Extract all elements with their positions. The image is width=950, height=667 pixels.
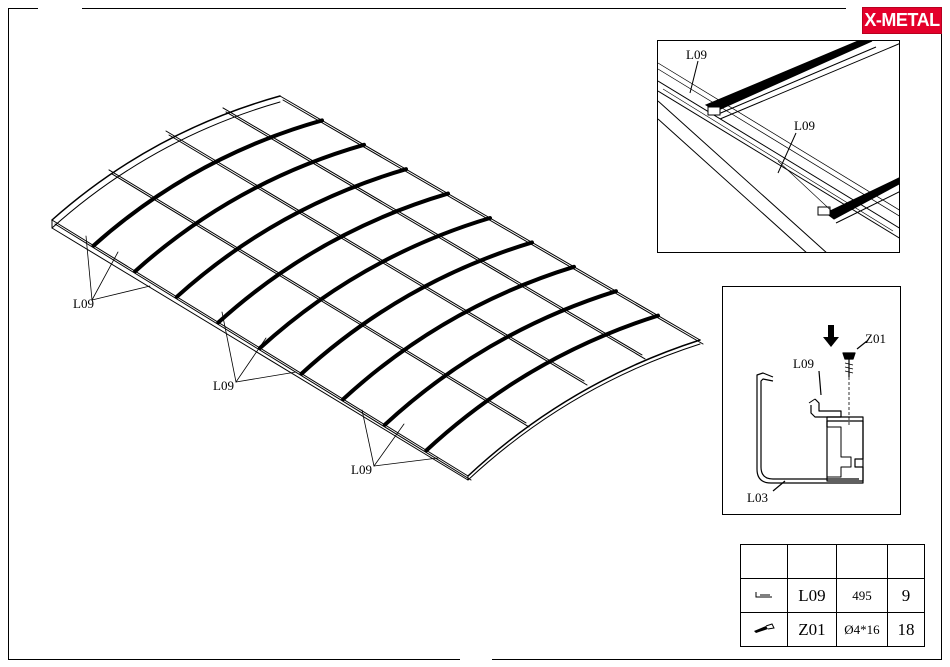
roof-edge — [468, 344, 700, 480]
down-arrow-icon — [823, 325, 839, 347]
callout-l09-detail-b: L09 — [794, 119, 815, 133]
roof-purlin — [468, 340, 700, 476]
detail-view-top: L09 L09 — [657, 40, 900, 253]
callout-l09-section: L09 — [793, 357, 814, 371]
table-row: Z01 Ø4*16 18 — [741, 613, 925, 647]
roof-rail — [112, 174, 529, 427]
roof-purlin — [135, 145, 364, 271]
part-spec: Ø4*16 — [837, 613, 888, 647]
part-qty: 18 — [888, 613, 925, 647]
callout-leader — [362, 410, 374, 466]
callout-l09-middle: L09 — [213, 379, 234, 393]
parts-table: L09 495 9 Z01 Ø4*16 18 — [740, 544, 925, 647]
roof-purlin — [52, 96, 280, 220]
table-row: L09 495 9 — [741, 579, 925, 613]
callout-leader — [374, 424, 404, 466]
roof-edge — [52, 228, 468, 480]
screw-icon — [752, 622, 776, 634]
part-icon-cell — [741, 579, 788, 613]
callout-leader — [92, 286, 150, 300]
header-cell — [741, 545, 788, 579]
callout-l09-detail-a: L09 — [686, 48, 707, 62]
channel-profile-icon — [754, 590, 774, 600]
part-code: L09 — [788, 579, 837, 613]
header-cell — [888, 545, 925, 579]
table-header-row — [741, 545, 925, 579]
roof-rail — [223, 108, 642, 355]
callout-z01: Z01 — [865, 332, 886, 346]
part-code: Z01 — [788, 613, 837, 647]
callout-l09-left: L09 — [73, 297, 94, 311]
header-cell — [788, 545, 837, 579]
section-drawing — [723, 287, 901, 515]
part-icon-cell — [741, 613, 788, 647]
roof-rail — [283, 100, 703, 344]
part-qty: 9 — [888, 579, 925, 613]
callout-leader — [86, 236, 92, 300]
roof-rail — [280, 96, 700, 340]
roof-rail — [169, 135, 587, 385]
callout-l09-right: L09 — [351, 463, 372, 477]
rail-detail-drawing — [658, 41, 900, 253]
part-spec: 495 — [837, 579, 888, 613]
header-cell — [837, 545, 888, 579]
callout-leader — [222, 312, 236, 382]
screw-shape — [843, 353, 855, 427]
callout-leader — [236, 372, 296, 382]
detail-view-section: Z01 L09 L03 — [722, 286, 901, 515]
callout-l03: L03 — [747, 491, 768, 505]
roof-purlin — [218, 194, 448, 323]
callout-leader — [374, 458, 438, 466]
callout-leader — [92, 252, 118, 300]
roof-purlin — [177, 169, 406, 297]
